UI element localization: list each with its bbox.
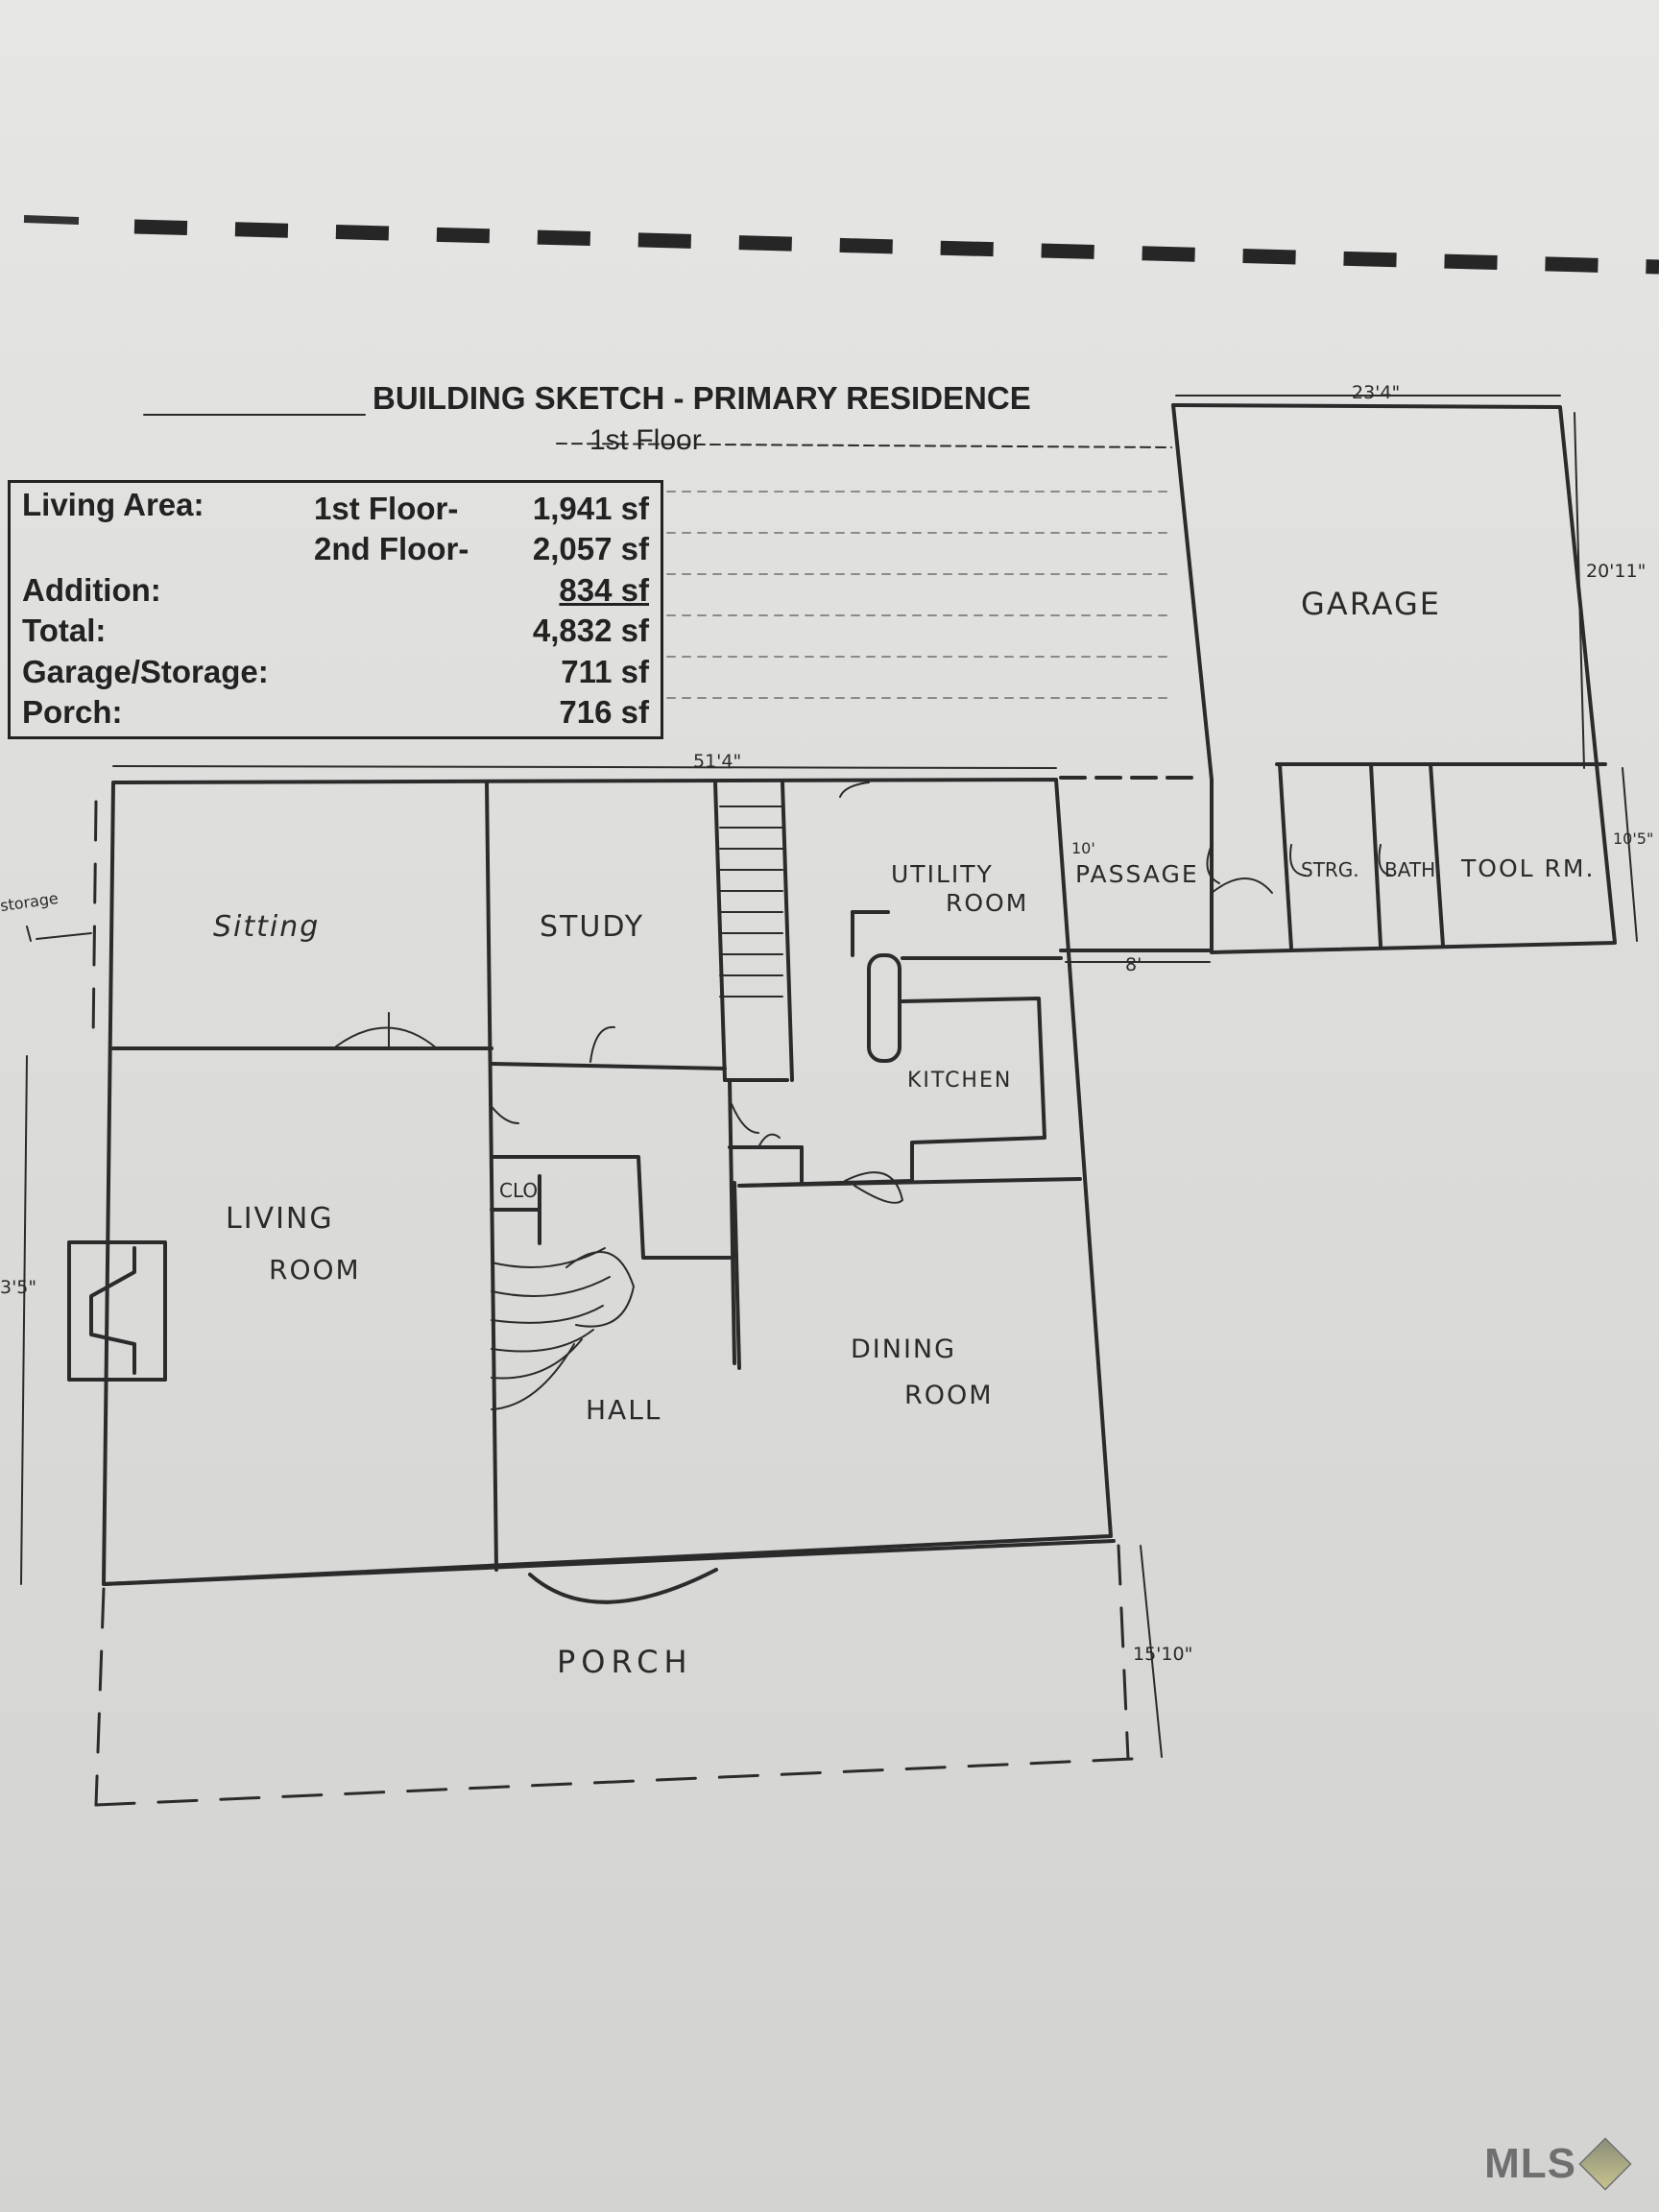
room-utility: UTILITY <box>891 860 994 888</box>
room-garage: GARAGE <box>1301 586 1441 622</box>
room-porch: PORCH <box>557 1644 693 1680</box>
dim-garage-depth-2: 10'5" <box>1613 830 1654 848</box>
room-living-line2: ROOM <box>269 1254 361 1286</box>
porch-value: 716 sf <box>559 694 649 730</box>
room-dining-line2: ROOM <box>904 1381 994 1410</box>
sketch-title: BUILDING SKETCH - PRIMARY RESIDENCE <box>373 380 1031 416</box>
dim-top-width: 51'4" <box>693 751 742 772</box>
room-bath: BATH <box>1384 858 1436 881</box>
dim-porch-depth: 15'10" <box>1133 1644 1193 1665</box>
mls-logo-text: MLS <box>1484 2140 1576 2187</box>
room-closet: CLO <box>499 1179 539 1202</box>
room-passage: PASSAGE <box>1075 860 1199 888</box>
top-dashed-line <box>133 219 1659 275</box>
room-tool: TOOL RM. <box>1461 854 1596 882</box>
dim-garage-width: 23'4" <box>1352 382 1401 403</box>
dim-left-depth: 3'5" <box>0 1277 37 1298</box>
room-study: STUDY <box>540 910 645 944</box>
room-sitting: Sitting <box>213 910 321 944</box>
garage-storage-label: Garage/Storage: <box>22 654 269 689</box>
room-storage: STRG. <box>1301 858 1359 881</box>
dim-passage-length: 8' <box>1125 954 1142 975</box>
second-floor-label: 2nd Floor- <box>314 531 469 566</box>
total-label: Total: <box>22 613 107 648</box>
addition-label: Addition: <box>22 572 161 608</box>
garage-outline <box>1171 403 1617 954</box>
total-value: 4,832 sf <box>532 613 649 648</box>
mls-logo: MLS <box>1461 2133 1632 2195</box>
dim-garage-depth: 20'11" <box>1586 561 1647 582</box>
area-summary-box: Living Area: 1st Floor- 1,941 sf 2nd Flo… <box>8 480 663 739</box>
mls-cube-icon <box>1578 2137 1632 2191</box>
house-outline <box>102 778 1113 1586</box>
porch-label: Porch: <box>22 694 123 730</box>
room-utility-line2: ROOM <box>946 889 1029 917</box>
first-floor-value: 1,941 sf <box>532 491 649 526</box>
dim-passage: 10' <box>1071 839 1095 857</box>
room-hall: HALL <box>586 1394 662 1426</box>
first-floor-label: 1st Floor- <box>314 491 459 526</box>
room-kitchen: KITCHEN <box>907 1069 1013 1093</box>
room-living: LIVING <box>226 1202 334 1236</box>
room-dining: DINING <box>851 1334 957 1364</box>
addition-value: 834 sf <box>559 572 649 608</box>
garage-storage-value: 711 sf <box>561 654 649 689</box>
second-floor-value: 2,057 sf <box>532 531 649 566</box>
sketch-subtitle: 1st Floor <box>589 424 702 456</box>
living-area-label: Living Area: <box>22 487 204 522</box>
